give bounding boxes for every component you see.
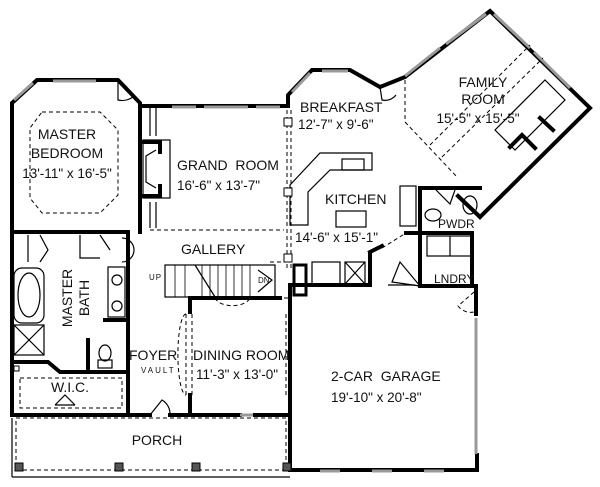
kitchen-walls <box>288 152 482 288</box>
grand-room-walls <box>138 104 290 228</box>
lndry-label: LNDRY <box>434 272 474 286</box>
master-bath-label-group: MASTER BATH <box>59 269 92 327</box>
master-bedroom-label-2: BEDROOM <box>31 145 103 161</box>
breakfast-dims: 12'-7" x 9'-6" <box>298 117 374 132</box>
staircase <box>164 261 308 307</box>
kitchen-dims: 14'-6" x 15'-1" <box>295 230 378 245</box>
master-bedroom-label: MASTER <box>38 126 96 142</box>
tray-ceiling <box>29 111 119 214</box>
master-bath-label: MASTER <box>59 269 75 327</box>
porch-label: PORCH <box>132 432 183 448</box>
wic-label: W.I.C. <box>51 379 89 395</box>
stair-up-label: UP <box>149 273 162 282</box>
stair-down-label: DN <box>258 276 270 285</box>
family-room-label: FAMILY <box>459 74 508 90</box>
foyer-vault-note: VAULT <box>141 366 176 375</box>
grand-room-dims: 16'-6" x 13'-7" <box>177 178 260 193</box>
pwdr-label: PWDR <box>438 217 475 231</box>
breakfast-walls <box>286 8 593 220</box>
garage-label: 2-CAR GARAGE <box>331 368 441 384</box>
foyer-label: FOYER <box>129 347 177 363</box>
master-bath-label-2: BATH <box>76 280 92 316</box>
master-bedroom-dims: 13'-11" x 16'-5" <box>22 166 112 181</box>
dining-room-dims: 11'-3" x 13'-0" <box>196 367 278 382</box>
gallery-label: GALLERY <box>181 241 246 257</box>
breakfast-label: BREAKFAST <box>300 99 383 115</box>
grand-room-label: GRAND ROOM <box>177 157 279 173</box>
master-bedroom-walls <box>10 78 142 414</box>
garage-dims: 19'-10" x 20'-8" <box>331 390 422 405</box>
family-room-label-2: ROOM <box>461 91 505 107</box>
family-room-dims: 15'-5" x 15'-5" <box>436 111 519 126</box>
porch-outline <box>11 417 292 478</box>
dining-room-label: DINING ROOM <box>193 347 289 363</box>
foyer-dining-walls <box>126 283 292 472</box>
column-line <box>150 110 293 270</box>
master-suite-walls <box>10 230 135 417</box>
garage-walls <box>288 284 479 473</box>
kitchen-label: KITCHEN <box>325 191 386 207</box>
